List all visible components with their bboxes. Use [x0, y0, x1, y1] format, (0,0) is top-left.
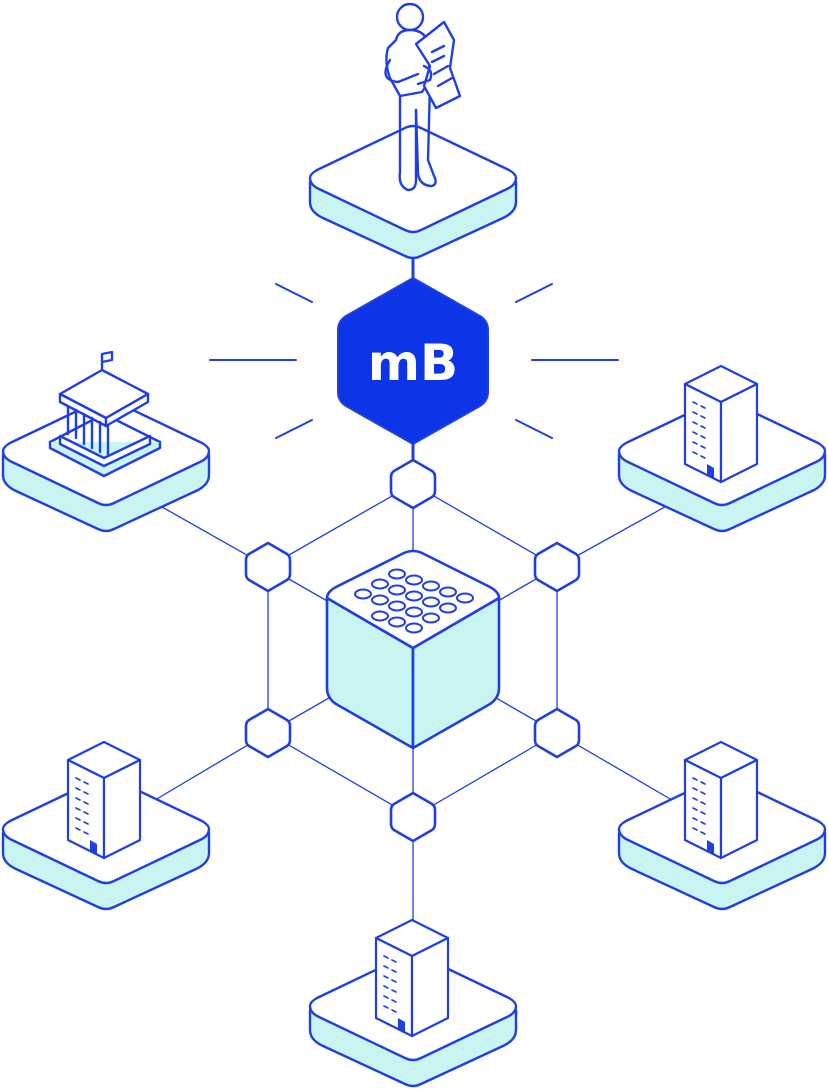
node-upper-left	[244, 541, 292, 593]
mb-logo: mB	[337, 276, 489, 446]
node-upper-right	[533, 541, 581, 593]
office-building-icon-right-upper	[683, 364, 759, 484]
node-lower-right	[533, 707, 581, 759]
bank-building-icon	[48, 350, 162, 478]
office-building-icon-bottom	[374, 918, 450, 1038]
logo-text: mB	[368, 334, 458, 392]
top-platform	[308, 124, 518, 260]
person-reading-document-icon	[384, 2, 462, 192]
node-bottom	[389, 791, 437, 843]
office-building-icon-left-lower	[66, 740, 142, 860]
node-top	[389, 458, 437, 510]
storage-cube-icon	[325, 549, 501, 750]
office-building-icon-right-lower	[683, 740, 759, 860]
node-lower-left	[244, 707, 292, 759]
logo-rays	[209, 283, 619, 439]
